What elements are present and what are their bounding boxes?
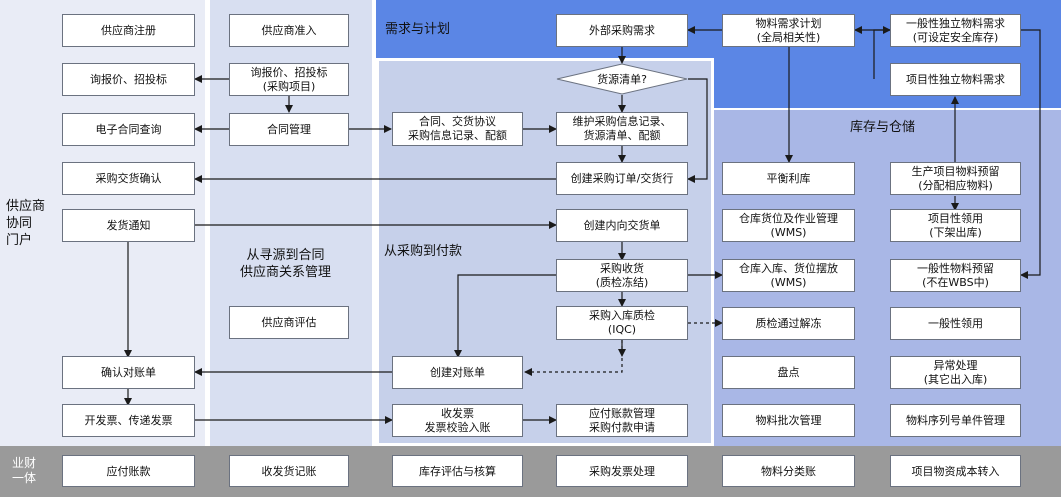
source-list-diamond[interactable]: 货源清单? [556, 63, 688, 95]
project-demand-box[interactable]: 项目性独立物料需求 [890, 63, 1021, 96]
create-statement-box[interactable]: 创建对账单 [392, 356, 523, 389]
create-po-box[interactable]: 创建采购订单/交货行 [556, 162, 688, 195]
contract-mgmt-box[interactable]: 合同管理 [229, 113, 349, 146]
lane-plan-title: 需求与计划 [385, 22, 451, 37]
confirm-delivery-box[interactable]: 采购交货确认 [62, 162, 195, 195]
exception-box[interactable]: 异常处理 (其它出入库) [890, 356, 1021, 389]
maintain-records-box[interactable]: 维护采购信息记录、 货源清单、配额 [556, 112, 688, 146]
bottom-inventory-valuation-box[interactable]: 库存评估与核算 [392, 455, 523, 487]
inbound-delivery-box[interactable]: 创建内向交货单 [556, 209, 688, 242]
supplier-register-box[interactable]: 供应商注册 [62, 14, 195, 47]
source-list-label: 货源清单? [597, 73, 647, 86]
inventory-count-box[interactable]: 盘点 [722, 356, 855, 389]
bottom-project-cost-box[interactable]: 项目物资成本转入 [890, 455, 1021, 487]
lane-portal-title: 供应商 协同 门户 [6, 199, 46, 248]
receive-invoice-box[interactable]: 收发票 发票校验入账 [392, 404, 523, 437]
portal-rfq-box[interactable]: 询报价、招投标 [62, 63, 195, 96]
ship-notice-box[interactable]: 发货通知 [62, 209, 195, 242]
bottom-gr-ledger-box[interactable]: 收发货记账 [229, 455, 349, 487]
supplier-evaluation-box[interactable]: 供应商评估 [229, 306, 349, 339]
rfq-project-box[interactable]: 询报价、招投标 (采购项目) [229, 63, 349, 96]
agreement-box[interactable]: 合同、交货协议 采购信息记录、配额 [392, 112, 523, 146]
bottom-ap-box[interactable]: 应付账款 [62, 455, 195, 487]
supplier-admission-box[interactable]: 供应商准入 [229, 14, 349, 47]
batch-mgmt-box[interactable]: 物料批次管理 [722, 404, 855, 437]
general-reserve-box[interactable]: 一般性物料预留 (不在WBS中) [890, 259, 1021, 292]
lane-warehouse-title: 库存与仓储 [850, 120, 916, 135]
balance-box[interactable]: 平衡利库 [722, 162, 855, 195]
goods-receipt-box[interactable]: 采购收货 (质检冻结) [556, 259, 688, 292]
confirm-statement-box[interactable]: 确认对账单 [62, 356, 195, 389]
general-issue-box[interactable]: 一般性领用 [890, 307, 1021, 340]
general-demand-box[interactable]: 一般性独立物料需求 (可设定安全库存) [890, 14, 1021, 47]
putaway-box[interactable]: 仓库入库、货位摆放 (WMS) [722, 259, 855, 292]
qc-release-box[interactable]: 质检通过解冻 [722, 307, 855, 340]
project-issue-box[interactable]: 项目性领用 (下架出库) [890, 209, 1021, 242]
invoice-box[interactable]: 开发票、传递发票 [62, 404, 195, 437]
lane-bottom-title: 业财 一体 [12, 456, 37, 485]
bottom-material-ledger-box[interactable]: 物料分类账 [722, 455, 855, 487]
lane-procure-title: 从采购到付款 [384, 244, 463, 259]
external-demand-box[interactable]: 外部采购需求 [556, 14, 688, 47]
lane-sourcing-title: 从寻源到合同 供应商关系管理 [240, 248, 332, 280]
wms-ops-box[interactable]: 仓库货位及作业管理 (WMS) [722, 209, 855, 242]
mrp-box[interactable]: 物料需求计划 (全局相关性) [722, 14, 855, 47]
project-reserve-box[interactable]: 生产项目物料预留 (分配相应物料) [890, 162, 1021, 195]
contract-query-box[interactable]: 电子合同查询 [62, 113, 195, 146]
iqc-box[interactable]: 采购入库质检 (IQC) [556, 306, 688, 340]
serial-mgmt-box[interactable]: 物料序列号单件管理 [890, 404, 1021, 437]
bottom-invoice-processing-box[interactable]: 采购发票处理 [556, 455, 688, 487]
ap-mgmt-box[interactable]: 应付账款管理 采购付款申请 [556, 404, 688, 437]
